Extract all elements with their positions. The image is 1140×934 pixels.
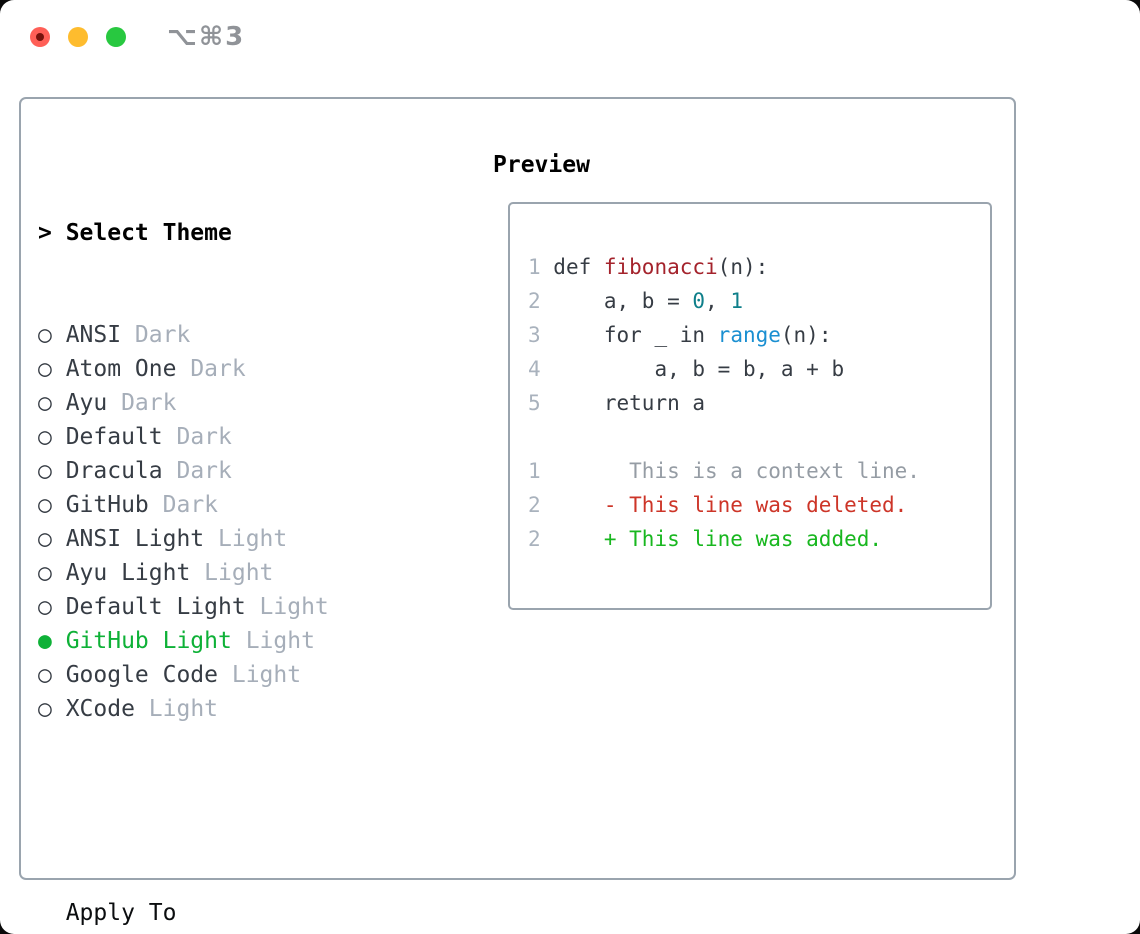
radio-icon: ○ <box>38 424 52 450</box>
apply-to-label: Apply To <box>65 900 177 926</box>
preview-title: Preview <box>493 152 590 178</box>
theme-option-github[interactable]: ○ GitHub Dark <box>38 488 426 522</box>
radio-icon: ○ <box>38 662 52 688</box>
zoom-button[interactable] <box>106 27 126 47</box>
theme-name: Ayu Light <box>65 560 191 586</box>
code-line: 2 - This line was deleted. <box>528 493 908 517</box>
traffic-lights <box>30 27 126 47</box>
theme-name: Atom One <box>65 356 177 382</box>
theme-variant-tag: Light <box>148 696 219 722</box>
apply-to-header: Apply To <box>38 896 426 930</box>
preview-pane: 1 def fibonacci(n): 2 a, b = 0, 1 3 for _ … <box>508 202 992 610</box>
theme-option-github-light[interactable]: ● GitHub Light Light <box>38 624 426 658</box>
theme-name: Dracula <box>65 458 163 484</box>
radio-icon: ○ <box>38 696 52 722</box>
theme-variant-tag: Light <box>204 560 274 586</box>
code-line <box>528 420 990 454</box>
theme-variant-tag: Light <box>218 526 288 552</box>
theme-option-ansi-light[interactable]: ○ ANSI Light Light <box>38 522 426 556</box>
radio-icon: ○ <box>38 526 52 552</box>
prompt-icon: > <box>38 220 52 246</box>
theme-name: Default Light <box>65 594 246 620</box>
radio-icon: ○ <box>38 594 52 620</box>
theme-name: GitHub <box>65 492 149 518</box>
radio-icon: ○ <box>38 390 52 416</box>
theme-option-atom-one[interactable]: ○ Atom One Dark <box>38 352 426 386</box>
radio-icon: ○ <box>38 560 52 586</box>
theme-name: Ayu <box>65 390 108 416</box>
code-line: 2 + This line was added. <box>528 527 883 551</box>
radio-selected-icon: ● <box>38 628 52 654</box>
theme-variant-tag: Light <box>259 594 329 620</box>
code-line: 3 for _ in range(n): <box>528 323 832 347</box>
theme-variant-tag: Dark <box>176 458 232 484</box>
theme-option-dracula[interactable]: ○ Dracula Dark <box>38 454 426 488</box>
theme-option-ayu-light[interactable]: ○ Ayu Light Light <box>38 556 426 590</box>
window-title: ⌥⌘3 <box>167 22 246 52</box>
theme-option-ayu[interactable]: ○ Ayu Dark <box>38 386 426 420</box>
radio-icon: ○ <box>38 322 52 348</box>
theme-name: XCode <box>65 696 135 722</box>
close-button[interactable] <box>30 27 50 47</box>
code-line: 1 def fibonacci(n): <box>528 255 769 279</box>
spacer <box>38 794 426 828</box>
theme-variant-tag: Light <box>231 662 302 688</box>
radio-icon: ○ <box>38 356 52 382</box>
minimize-button[interactable] <box>68 27 88 47</box>
theme-name: Google Code <box>65 662 219 688</box>
code-line: 5 return a <box>528 391 706 415</box>
code-preview: 1 def fibonacci(n): 2 a, b = 0, 1 3 for _ … <box>528 250 990 556</box>
theme-name: ANSI Light <box>65 526 205 552</box>
theme-name: GitHub Light <box>65 628 232 654</box>
theme-variant-tag: Dark <box>162 492 219 518</box>
theme-name: ANSI <box>65 322 122 348</box>
radio-icon: ○ <box>38 458 52 484</box>
theme-option-google-code[interactable]: ○ Google Code Light <box>38 658 426 692</box>
select-theme-header: > Select Theme <box>38 216 426 250</box>
code-line: 2 a, b = 0, 1 <box>528 289 743 313</box>
code-line: 1 This is a context line. <box>528 459 920 483</box>
theme-variant-tag: Dark <box>190 356 246 382</box>
menu-title: Select Theme <box>65 220 232 246</box>
theme-variant-tag: Dark <box>121 390 177 416</box>
code-line: 4 a, b = b, a + b <box>528 357 845 381</box>
theme-option-ansi[interactable]: ○ ANSI Dark <box>38 318 426 352</box>
theme-option-default[interactable]: ○ Default Dark <box>38 420 426 454</box>
radio-icon: ○ <box>38 492 52 518</box>
theme-variant-tag: Dark <box>134 322 191 348</box>
titlebar: ⌥⌘3 <box>0 0 1140 70</box>
theme-variant-tag: Dark <box>176 424 232 450</box>
theme-option-default-light[interactable]: ○ Default Light Light <box>38 590 426 624</box>
theme-option-xcode[interactable]: ○ XCode Light <box>38 692 426 726</box>
theme-name: Default <box>65 424 163 450</box>
theme-variant-tag: Light <box>245 628 315 654</box>
